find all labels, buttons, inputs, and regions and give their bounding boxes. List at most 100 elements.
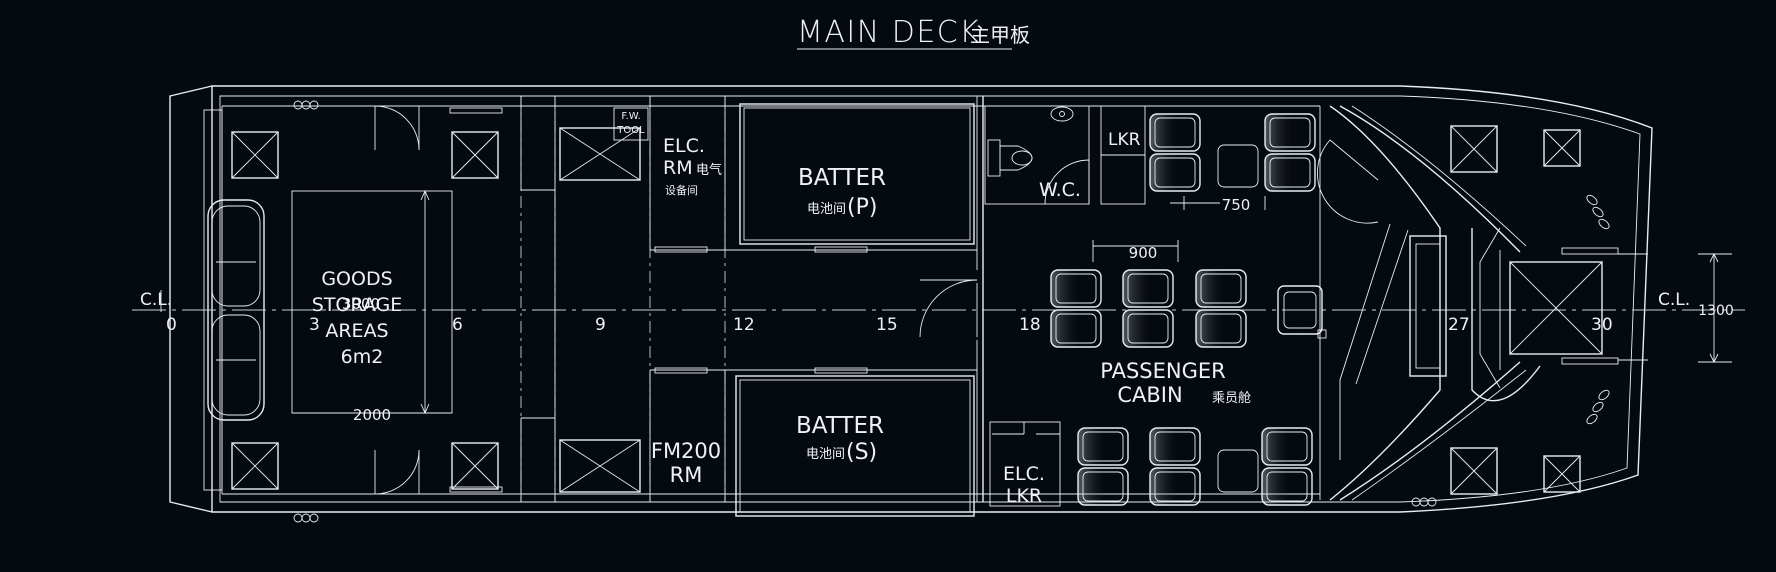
fw-tool-locker: F.W. TOOL — [613, 107, 649, 141]
bow-width-value: 1300 — [1698, 303, 1734, 319]
cabin-cn: 乘员舱 — [1212, 391, 1251, 406]
bow-structure — [1319, 105, 1648, 501]
frame-number: 27 — [1448, 315, 1470, 335]
hatch-icon — [1543, 455, 1581, 493]
frame-number: 12 — [733, 315, 755, 335]
battery-s-cn: 电池间 — [806, 447, 845, 462]
elc-lkr-label: ELC. — [1003, 463, 1045, 485]
hatch-icon — [451, 131, 499, 179]
stern-boat-upper — [211, 205, 261, 307]
goods-label: GOODS — [321, 268, 392, 290]
doors — [374, 105, 1379, 495]
hatch-icon — [1543, 129, 1581, 167]
seat-spacing-b: 900 — [1129, 244, 1158, 262]
battery-s-label: BATTER — [796, 413, 884, 439]
seat-spacing-900: 900 — [1092, 240, 1179, 262]
elc-rm-label: ELC. — [663, 135, 705, 157]
hinged-door — [814, 367, 868, 374]
cleat-icon — [293, 100, 319, 110]
elc-rm-cn: 电气 — [696, 162, 722, 178]
seat-icon — [1077, 467, 1129, 506]
cabin-label: CABIN — [1117, 383, 1182, 407]
helm-chair-icon — [1277, 285, 1327, 339]
cleat-icon — [1586, 389, 1610, 425]
fm200-room: FM200 RM — [651, 439, 721, 487]
hinged-door — [449, 107, 503, 114]
deck-title: MAIN DECK 主甲板 — [797, 15, 1030, 50]
battery-p-cn: 电池间 — [807, 202, 846, 217]
fm200-label: FM200 — [651, 439, 721, 463]
door-icon — [374, 105, 420, 151]
battery-p-side: (P) — [847, 195, 877, 220]
frame-number: 15 — [876, 315, 898, 335]
seat-icon — [1050, 269, 1102, 308]
seat-icon — [1149, 427, 1201, 466]
frame-number: 18 — [1019, 315, 1041, 335]
frame-number: 3 — [309, 315, 320, 335]
hatch-icon — [559, 127, 641, 181]
passenger-cabin: PASSENGER CABIN 乘员舱 — [1100, 359, 1251, 407]
console — [1409, 235, 1447, 377]
storage-label: STORAGE — [312, 294, 402, 316]
storage-length-dim: 3000 — [342, 295, 380, 313]
battery-room-starboard: BATTER 电池间 (S) — [735, 375, 975, 517]
seat-icon — [1261, 467, 1313, 506]
door-icon — [1317, 139, 1379, 224]
hatches — [231, 125, 1603, 495]
elc-rm-cn-line: 设备间 — [665, 183, 698, 197]
cleat-icon — [1586, 194, 1610, 230]
battery-s-side: (S) — [846, 440, 877, 465]
door-icon — [919, 279, 978, 338]
door-icon — [374, 449, 420, 495]
sink-icon — [1050, 106, 1074, 122]
centerline-label-aft: C.L. — [140, 290, 172, 310]
seat-icon — [1264, 113, 1316, 152]
tool-label: TOOL — [616, 125, 645, 136]
cleat-icon — [293, 513, 319, 523]
battery-room-port: BATTER 电池间 (P) — [739, 103, 975, 245]
seat-icon — [1122, 269, 1174, 308]
elc-lkr-label: LKR — [1006, 485, 1042, 507]
elc-rm-label: RM — [663, 157, 693, 179]
hinged-door — [449, 486, 503, 493]
hatch-icon — [559, 439, 641, 493]
hatch-icon — [1509, 261, 1603, 355]
battery-p-label: BATTER — [798, 165, 886, 191]
hatch-icon — [1450, 125, 1498, 173]
elc-room: ELC. RM 电气 设备间 — [663, 135, 722, 197]
seat-icon — [1195, 309, 1247, 348]
seat-icon — [1077, 427, 1129, 466]
seat-icon — [1050, 309, 1102, 348]
hatch-icon — [231, 442, 279, 490]
centerline-label-fwd: C.L. — [1658, 290, 1690, 310]
seat-spacing-a: 750 — [1222, 196, 1251, 214]
passenger-seats — [1050, 113, 1327, 506]
seat-icon — [1122, 309, 1174, 348]
fm200-rm-label: RM — [670, 463, 703, 487]
elc-locker: ELC. LKR — [989, 421, 1061, 507]
storage-area-value: 6m2 — [341, 346, 384, 368]
bow-width-dim: 1300 — [1698, 252, 1734, 364]
bulkheads — [520, 95, 1330, 502]
hatch-icon — [451, 442, 499, 490]
title-cn: 主甲板 — [970, 23, 1030, 47]
wc-label: W.C. — [1039, 179, 1081, 201]
hatch-icon — [231, 131, 279, 179]
seat-icon — [1261, 427, 1313, 466]
hinged-door — [654, 367, 708, 374]
stern-boat-lower — [211, 314, 261, 416]
passenger-label: PASSENGER — [1100, 359, 1225, 383]
cleat-icon — [1411, 497, 1437, 507]
title-text: MAIN DECK — [797, 15, 980, 50]
areas-label: AREAS — [325, 320, 388, 342]
frame-number: 9 — [595, 315, 606, 335]
hinged-door — [654, 246, 708, 253]
seat-icon — [1149, 467, 1201, 506]
frame-number: 0 — [166, 315, 177, 335]
seat-spacing-750: 750 — [1170, 196, 1266, 214]
lkr-room: LKR — [1100, 105, 1146, 205]
fw-label: F.W. — [621, 111, 640, 122]
seat-icon — [1149, 113, 1201, 152]
seat-icon — [1149, 153, 1201, 192]
